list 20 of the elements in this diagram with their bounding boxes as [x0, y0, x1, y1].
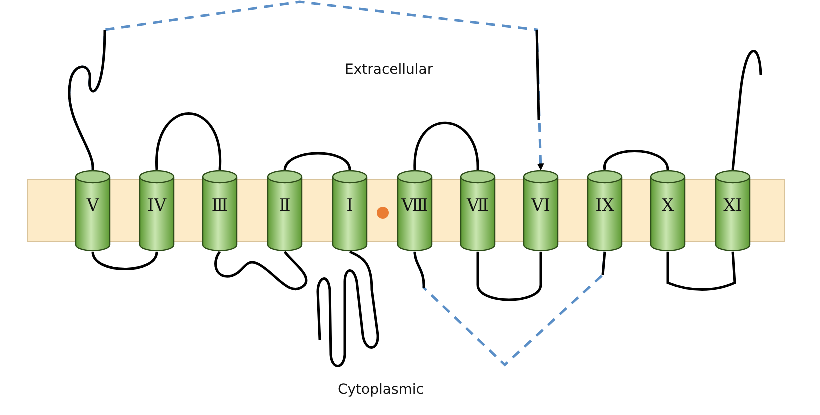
helix-label: X: [660, 196, 676, 216]
peptide-loop: [284, 152, 352, 170]
peptide-loop: [156, 112, 222, 170]
peptide-loop: [476, 252, 542, 302]
helix-label: V: [86, 196, 100, 216]
helix-label: I: [346, 196, 354, 216]
peptide-loop: [214, 251, 308, 290]
helix-label: Ⅲ: [210, 196, 230, 216]
peptide-loop: [92, 252, 158, 270]
helix-label: IX: [594, 196, 616, 216]
helix-label: XI: [722, 196, 744, 216]
peptide-loop: [666, 252, 736, 291]
peptide-loop: [414, 122, 480, 170]
helix-label: VI: [530, 196, 552, 216]
helix-label: Ⅱ: [278, 196, 292, 216]
helix-label: Ⅷ: [400, 196, 430, 216]
helix-label: Ⅶ: [466, 196, 490, 216]
helix-label: IV: [146, 196, 168, 216]
region-label: Cytoplasmic: [338, 382, 424, 398]
region-label: Extracellular: [345, 62, 434, 78]
